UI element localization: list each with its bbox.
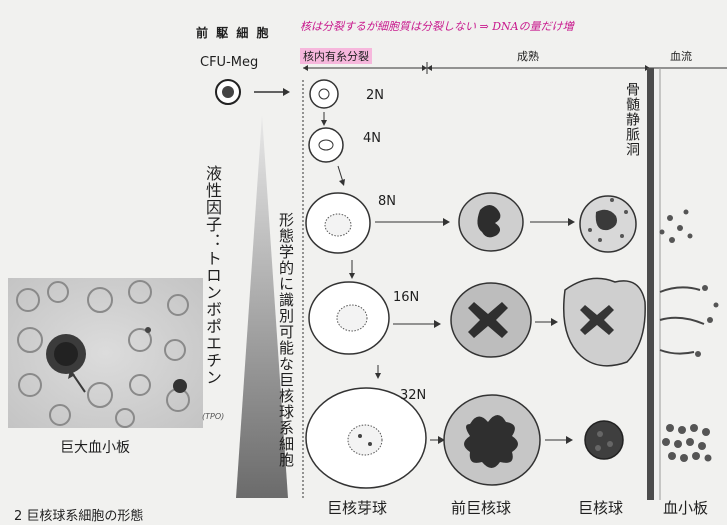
stage-megakaryoblast: 巨核芽球 xyxy=(327,499,388,517)
cfu-meg-label: CFU-Meg xyxy=(200,55,259,70)
phase-blood: 血流 xyxy=(670,50,692,63)
sinus-label: 骨髄静脈洞 xyxy=(624,82,640,157)
factor-label: 液性因子：トロンボポエチン xyxy=(203,165,222,386)
stage-platelet: 血小板 xyxy=(663,499,709,517)
morphology-label: 形態学的に識別可能な巨核球系細胞 xyxy=(277,212,295,468)
figure-caption: 2 巨核球系細胞の形態 xyxy=(14,509,144,524)
tpo-gradient-triangle xyxy=(236,115,288,498)
ploidy-8n: 8N xyxy=(378,194,396,209)
ploidy-4n: 4N xyxy=(363,131,381,146)
photo-caption: 巨大血小板 xyxy=(60,440,130,456)
ploidy-16n: 16N xyxy=(393,290,420,305)
ploidy-2n: 2N xyxy=(366,88,384,103)
stage-megakaryocyte: 巨核球 xyxy=(578,499,624,517)
stage-promegakaryocyte: 前巨核球 xyxy=(451,499,512,517)
precursor-label: 前 駆 細 胞 xyxy=(196,26,271,40)
sinus-wall xyxy=(647,68,654,500)
tpo-abbr: (TPO) xyxy=(202,412,225,421)
ploidy-32n: 32N xyxy=(400,388,427,403)
phase-maturation: 成熟 xyxy=(517,50,539,63)
handwritten-note: 核は分裂するが細胞質は分裂しない ⇒ DNAの量だけ増 xyxy=(300,20,574,33)
micrograph-photo xyxy=(8,278,203,428)
phase-nuclear: 核内有糸分裂 xyxy=(300,48,372,64)
